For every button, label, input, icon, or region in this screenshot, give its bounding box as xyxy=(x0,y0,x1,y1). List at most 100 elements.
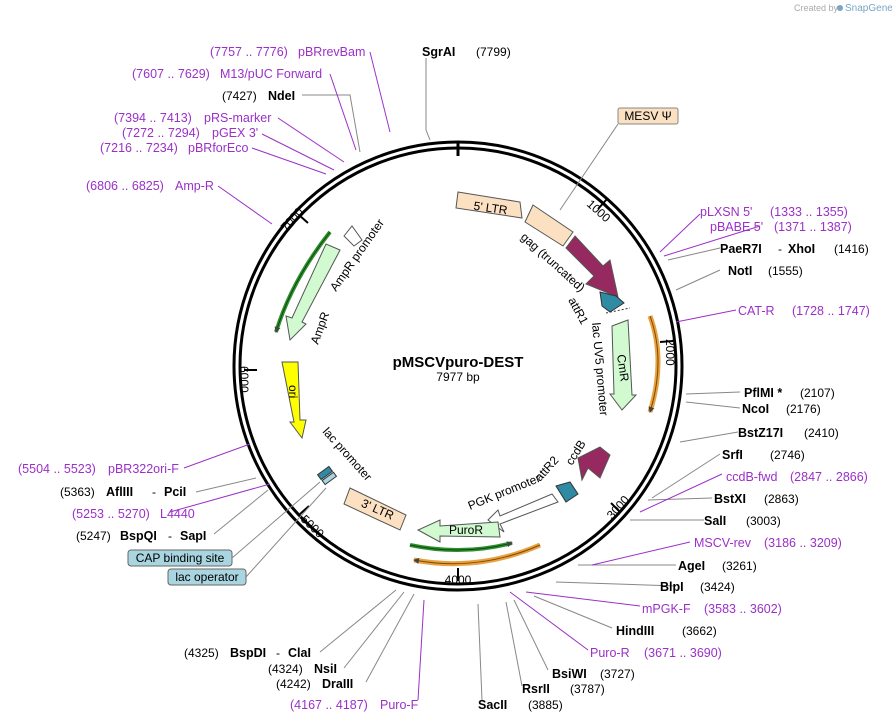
feature-ori-label: ori xyxy=(286,385,300,398)
primer-pbrforeco-range: (7216 .. 7234) xyxy=(100,141,178,155)
feature-ori[interactable] xyxy=(281,361,307,440)
site-ncoi-pos: (2176) xyxy=(786,402,821,416)
site-sali-pos: (3003) xyxy=(746,514,781,528)
feature-lacop-label: lac operator xyxy=(175,570,238,584)
lac-operator-marks xyxy=(316,465,338,486)
site-bspdi[interactable]: BspDI xyxy=(230,646,266,660)
primer-l4440[interactable]: L4440 xyxy=(160,507,195,521)
feature-5ltr[interactable] xyxy=(455,191,523,219)
site-clai[interactable]: ClaI xyxy=(288,646,311,660)
site-draiii-pos: (4242) xyxy=(276,677,311,691)
primer-plxsn[interactable]: pLXSN 5' xyxy=(700,205,752,219)
feature-cmr[interactable] xyxy=(609,319,638,411)
site-sgrai-pos: (7799) xyxy=(476,45,511,59)
site-sapi[interactable]: SapI xyxy=(180,529,206,543)
site-pflmi-pos: (2107) xyxy=(800,386,835,400)
primer-purof-range: (4167 .. 4187) xyxy=(290,698,368,712)
primer-mscvrev-range: (3186 .. 3209) xyxy=(764,536,842,550)
arc-orange-bottom-arrow xyxy=(413,544,541,565)
site-xhoi-pos: (1416) xyxy=(834,242,869,256)
site-sali[interactable]: SalI xyxy=(704,514,726,528)
arc-green-left-arrow xyxy=(274,231,331,333)
feature-ampr-label: AmpR xyxy=(308,310,333,346)
site-agei[interactable]: AgeI xyxy=(678,559,705,573)
lacop-leader xyxy=(245,487,327,578)
site-blpi-pos: (3424) xyxy=(700,580,735,594)
snapgene-brand: SnapGene xyxy=(845,3,892,14)
feature-ccdb[interactable] xyxy=(577,446,611,482)
primer-l4440-range: (5253 .. 5270) xyxy=(72,507,150,521)
site-bstxi[interactable]: BstXI xyxy=(714,492,746,506)
feature-amprpro[interactable] xyxy=(343,225,363,247)
feature-lacuv5-label: lac UV5 promoter xyxy=(589,322,611,416)
site-bspdi-pos: (4325) xyxy=(184,646,219,660)
feature-cap-label: CAP binding site xyxy=(136,551,225,565)
site-hindiii-pos: (3662) xyxy=(682,624,717,638)
feature-attr2[interactable] xyxy=(555,481,579,503)
feature-msev-box[interactable] xyxy=(617,107,679,125)
tick-4000: 4000 xyxy=(445,573,472,587)
site-agei-pos: (3261) xyxy=(722,559,757,573)
site-afliii-pos: (5363) xyxy=(60,485,95,499)
primer-puror-range: (3671 .. 3690) xyxy=(644,646,722,660)
primer-m13[interactable]: M13/pUC Forward xyxy=(220,67,322,81)
feature-pgk[interactable] xyxy=(487,493,559,533)
primer-purof[interactable]: Puro-F xyxy=(380,698,419,712)
feature-puror[interactable] xyxy=(416,519,501,543)
site-nsii[interactable]: NsiI xyxy=(314,662,337,676)
site-bstz17i-pos: (2410) xyxy=(804,426,839,440)
site-xhoi[interactable]: XhoI xyxy=(788,242,815,256)
site-ncoi[interactable]: NcoI xyxy=(742,402,769,416)
site-noti[interactable]: NotI xyxy=(728,264,752,278)
feature-ampr[interactable] xyxy=(285,243,341,342)
site-afliii[interactable]: AflIII xyxy=(106,485,133,499)
primer-prs[interactable]: pRS-marker xyxy=(204,111,271,125)
primer-puror[interactable]: Puro-R xyxy=(590,646,630,660)
tick-2000: 2000 xyxy=(663,339,677,366)
arc-green-bottom-arrow xyxy=(409,541,513,551)
site-bspdi-sep: - xyxy=(276,646,280,660)
feature-gag-arrow[interactable] xyxy=(565,235,619,298)
snapgene-logo-icon xyxy=(837,5,843,11)
site-draiii[interactable]: DraIII xyxy=(322,677,353,691)
primer-prs-range: (7394 .. 7413) xyxy=(114,111,192,125)
site-ndei[interactable]: NdeI xyxy=(268,89,295,103)
feature-msev-leader xyxy=(559,123,619,211)
site-bstz17i[interactable]: BstZ17I xyxy=(738,426,783,440)
primer-pbabe[interactable]: pBABE 5' xyxy=(710,220,763,234)
feature-attr1[interactable] xyxy=(599,291,625,313)
cap-leader xyxy=(231,481,321,559)
primer-ccdbfwd[interactable]: ccdB-fwd xyxy=(726,470,777,484)
primer-mscvrev[interactable]: MSCV-rev xyxy=(694,536,752,550)
scale-ticks xyxy=(244,198,674,581)
site-blpi[interactable]: BlpI xyxy=(660,580,684,594)
site-pcii[interactable]: PciI xyxy=(164,485,186,499)
site-paer7i[interactable]: PaeR7I xyxy=(720,242,762,256)
site-bspqi[interactable]: BspQI xyxy=(120,529,157,543)
site-pflmi[interactable]: PflMI * xyxy=(744,386,782,400)
primer-catr[interactable]: CAT-R xyxy=(738,304,775,318)
site-bsiwi[interactable]: BsiWI xyxy=(552,667,587,681)
site-sgrai[interactable]: SgrAI xyxy=(422,45,455,59)
site-rsrii-pos: (3787) xyxy=(570,682,605,696)
primer-ampr[interactable]: Amp-R xyxy=(175,179,214,193)
primer-pbrforeco[interactable]: pBRforEco xyxy=(188,141,248,155)
primer-mpgkf-range: (3583 .. 3602) xyxy=(704,602,782,616)
feature-msev-label: MESV Ψ xyxy=(624,109,671,123)
site-sacii[interactable]: SacII xyxy=(478,698,507,712)
site-ndei-pos: (7427) xyxy=(222,89,257,103)
site-hindiii[interactable]: HindIII xyxy=(616,624,654,638)
site-afliii-sep: - xyxy=(152,485,156,499)
primer-mpgkf[interactable]: mPGK-F xyxy=(642,602,691,616)
primer-pgex[interactable]: pGEX 3' xyxy=(212,126,258,140)
feature-3ltr[interactable] xyxy=(343,487,407,531)
primer-pbrrevbam[interactable]: pBRrevBam xyxy=(298,45,365,59)
primer-pbr322ori[interactable]: pBR322ori-F xyxy=(108,462,179,476)
site-paer7i-sep: - xyxy=(778,242,782,256)
site-srfi[interactable]: SrfI xyxy=(722,448,743,462)
attr1-site-mark xyxy=(605,307,631,314)
site-rsrii[interactable]: RsrII xyxy=(522,682,550,696)
site-bspqi-sep: - xyxy=(168,529,172,543)
primer-pgex-range: (7272 .. 7294) xyxy=(122,126,200,140)
